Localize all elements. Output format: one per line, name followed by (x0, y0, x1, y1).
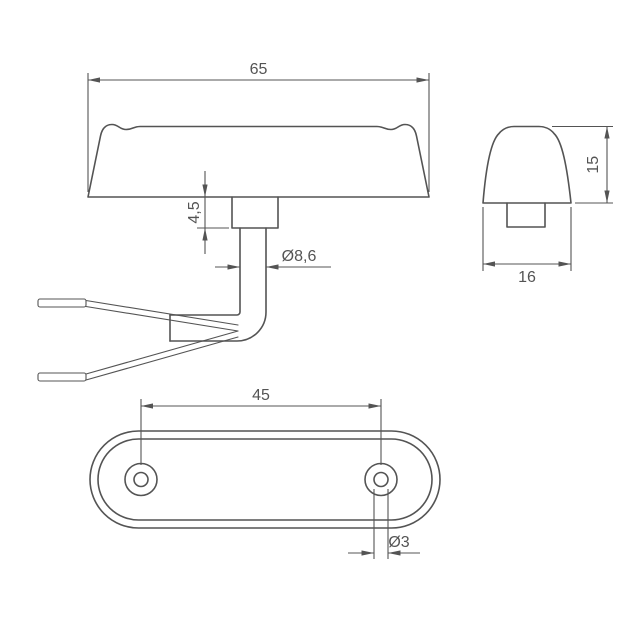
dim-label-hole-spacing: 45 (252, 387, 270, 404)
lamp-dome-outline (87, 123, 430, 198)
dim-hole-diameter: Ø3 (348, 489, 420, 559)
upper-wire-terminal (37, 298, 87, 308)
side-view: 15 16 (482, 125, 613, 286)
lower-wire-terminal (37, 372, 87, 382)
upper-wire-edge (85, 305, 239, 332)
dim-side-width: 16 (482, 207, 572, 286)
dim-hole-spacing: 45 (140, 387, 382, 465)
upper-wire (37, 298, 239, 332)
lower-wire (37, 330, 239, 382)
dim-label-overall-width: 65 (250, 61, 268, 78)
dim-overall-width: 65 (87, 61, 430, 192)
left-mounting-hole (124, 462, 158, 497)
side-dome-outline (482, 125, 572, 204)
side-stem (506, 202, 546, 228)
hole-counterbore-circle (364, 462, 398, 497)
base-outer-outline (89, 430, 441, 529)
hole-counterbore-circle (124, 462, 158, 497)
hole-bore-circle (133, 471, 149, 488)
dim-stem-height: 4,5 (186, 171, 229, 254)
dim-tube-diameter: Ø8,6 (215, 248, 331, 270)
dim-side-height: 15 (552, 125, 613, 204)
lamp-tube-inner-wall (169, 227, 241, 316)
upper-wire-edge (85, 299, 239, 326)
dim-label-side-height: 15 (585, 156, 602, 174)
bottom-view: 45 Ø3 (89, 387, 441, 559)
lower-wire-edge (85, 336, 239, 381)
lamp-tube-outer-wall (169, 227, 267, 342)
hole-bore-circle (373, 471, 389, 488)
lamp-stem (231, 196, 279, 229)
dim-label-hole-diameter: Ø3 (388, 534, 409, 551)
dim-label-tube-diameter: Ø8,6 (282, 248, 317, 265)
front-view: 65 4,5 Ø8,6 (37, 61, 430, 382)
base-inner-outline (97, 438, 433, 521)
right-mounting-hole (364, 462, 398, 497)
dim-label-side-width: 16 (518, 269, 536, 286)
dim-label-stem-height: 4,5 (186, 201, 203, 223)
lower-wire-edge (85, 330, 239, 375)
